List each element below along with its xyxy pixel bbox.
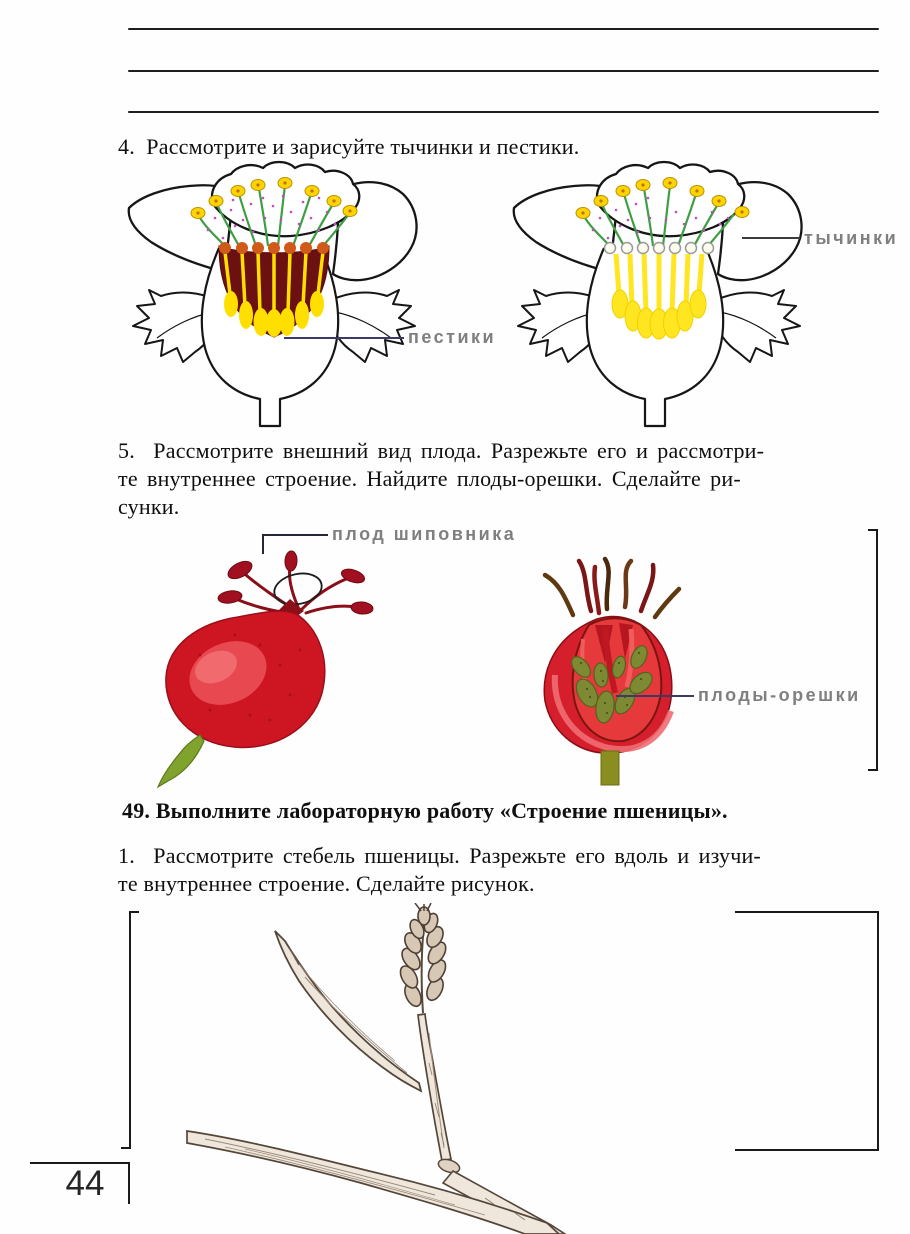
- task5-text-line-2: те внутреннее строение. Найдите плоды-ор…: [118, 466, 741, 491]
- flower-cross-section-left: [127, 160, 418, 428]
- task1-text-line-2: те внутреннее строение. Сделайте рисунок…: [118, 871, 535, 896]
- anther-dots: [581, 181, 744, 215]
- wheat-sketch: [186, 903, 567, 1234]
- rosehip-leader-line-h: [262, 534, 328, 536]
- wheat-area-right-frame: [735, 911, 879, 1151]
- drawing-area-right-bracket: [868, 529, 878, 771]
- task5-text-line-1: 5. Рассмотрите внешний вид плода. Разреж…: [118, 438, 765, 463]
- stamens-label: тычинки: [804, 228, 899, 248]
- fruit-stem: [156, 734, 205, 789]
- lab-heading: 49. Выполните лабораторную работу «Строе…: [122, 798, 728, 823]
- pistils-leader-line: [284, 337, 404, 339]
- cut-fruit-figure: [542, 556, 682, 786]
- lower-leaf-veins: [204, 1138, 486, 1216]
- wheat-upper-leaf: [274, 930, 423, 1093]
- pistils-label: пестики: [408, 327, 497, 347]
- wheat-left-bracket-bottom-tick: [121, 1147, 130, 1149]
- anther-dots: [196, 181, 352, 215]
- task5-text-line-3: сунки.: [118, 494, 180, 519]
- fruit-speckles: [198, 633, 302, 722]
- page-number-rule-v: [128, 1162, 130, 1204]
- rosehip-leader-line-v: [262, 534, 264, 554]
- nutlets-leader-line: [616, 695, 694, 697]
- page-number-rule-h: [30, 1162, 129, 1164]
- task1-text-line-1: 1. Рассмотрите стебель пшеницы. Разрежьт…: [118, 843, 761, 868]
- wheat-left-bracket-top-tick: [130, 911, 139, 913]
- cut-fruit-stem: [600, 750, 620, 786]
- upper-leaf-veins: [288, 946, 408, 1074]
- rosehip-label: плод шиповника: [332, 524, 517, 544]
- wheat-lower-leaf: [186, 1130, 561, 1234]
- anthers-group: [190, 177, 358, 219]
- pistils-group: [611, 253, 707, 340]
- wheat-upper-stem: [417, 1013, 453, 1163]
- wheat-ear-group: [399, 903, 447, 1014]
- pollen-specks: [206, 194, 337, 240]
- pollen-specks: [591, 196, 730, 240]
- nutlets-label: плоды-орешки: [698, 685, 861, 705]
- nutlets-group: [571, 645, 653, 724]
- pistils-group: [223, 251, 325, 337]
- wheat-node: [437, 1158, 461, 1174]
- answer-line: [128, 70, 879, 72]
- stigma-circles: [603, 241, 715, 255]
- wheat-area-left-bracket: [129, 911, 131, 1149]
- cut-fruit-sepal-hairs: [542, 556, 682, 620]
- flower-cross-section-right: [512, 160, 803, 428]
- cut-fruit-rim-highlight: [551, 674, 674, 753]
- fruit-highlight-bright: [194, 650, 238, 684]
- answer-line: [128, 28, 879, 30]
- task4-text: 4. Рассмотрите и зарисуйте тычинки и пес…: [118, 134, 580, 159]
- sepal-outline-loop: [273, 572, 323, 606]
- petals-group: [127, 160, 418, 282]
- sketch-hatching: [428, 1062, 526, 1221]
- stamens-leader-line: [742, 237, 800, 239]
- stigma-dots: [219, 242, 329, 254]
- rosehip-fruit-figure: [156, 550, 374, 789]
- stem-shading-line: [428, 1032, 445, 1149]
- fruit-sepal-tips: [217, 550, 374, 615]
- answer-line: [128, 111, 879, 113]
- page-number: 44: [65, 1164, 105, 1203]
